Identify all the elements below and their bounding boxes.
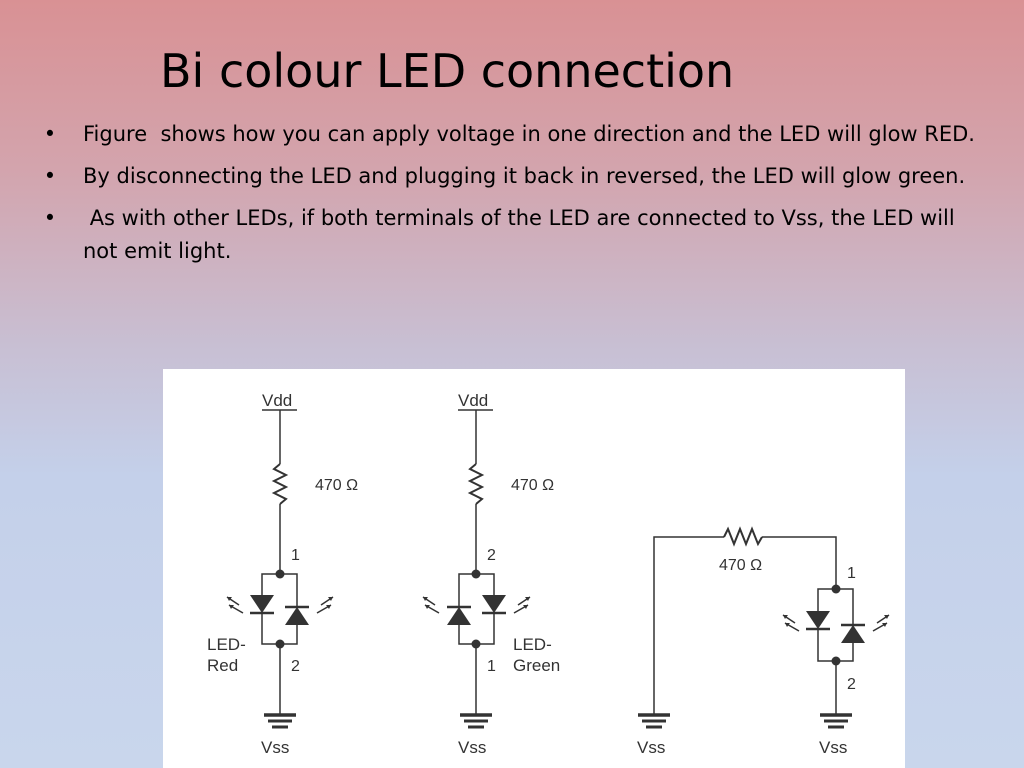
bullet-text: Figure shows how you can apply voltage i… — [83, 122, 975, 146]
bullet-list: • Figure shows how you can apply voltage… — [40, 118, 990, 277]
light-emission-icon — [782, 614, 800, 632]
circuit-off: 470 Ω 1 2 Vss — [637, 526, 890, 757]
resistor-symbol — [467, 463, 485, 505]
light-emission-icon — [316, 596, 334, 614]
pin-bottom-label: 2 — [291, 658, 300, 675]
wire — [762, 536, 837, 589]
wire — [653, 536, 724, 715]
led-label-line2: Red — [207, 656, 238, 675]
circuit-green: Vdd 470 Ω 2 LED- Green 1 — [422, 391, 560, 757]
resistor-label: 470 Ω — [719, 557, 762, 574]
ground-icon — [820, 713, 852, 729]
bullet-marker: • — [43, 122, 57, 146]
ground-label: Vss — [261, 738, 289, 757]
supply-label: Vdd — [262, 391, 292, 410]
led-label-line2: Green — [513, 656, 560, 675]
ground-icon — [638, 713, 670, 729]
circuit-red: Vdd 470 Ω 1 LED- Red 2 — [207, 391, 358, 757]
light-emission-icon — [422, 596, 440, 614]
wire — [817, 588, 854, 611]
bullet-marker: • — [43, 164, 57, 188]
resistor-symbol — [271, 463, 289, 505]
ground-label: Vss — [637, 738, 665, 757]
led-diode — [806, 611, 830, 629]
bullet-item: • As with other LEDs, if both terminals … — [40, 202, 990, 268]
led-diode — [250, 595, 274, 613]
ground-label: Vss — [458, 738, 486, 757]
slide-title: Bi colour LED connection — [160, 44, 735, 98]
led-diode — [447, 607, 471, 625]
circuit-diagram: Vdd 470 Ω 1 LED- Red 2 — [207, 391, 890, 757]
pin-bottom-label: 2 — [847, 676, 856, 693]
wire — [458, 573, 495, 591]
light-emission-icon — [226, 596, 244, 614]
ground-icon — [460, 713, 492, 729]
ground-label: Vss — [819, 738, 847, 757]
resistor-label: 470 Ω — [315, 477, 358, 494]
light-emission-icon — [872, 614, 890, 632]
bullet-item: • Figure shows how you can apply voltage… — [40, 118, 990, 151]
pin-top-label: 2 — [487, 547, 496, 564]
bullet-text: As with other LEDs, if both terminals of… — [83, 206, 962, 263]
circuit-figure: Vdd 470 Ω 1 LED- Red 2 — [163, 369, 905, 768]
pin-top-label: 1 — [847, 565, 856, 582]
bullet-marker: • — [43, 206, 57, 230]
bullet-text: By disconnecting the LED and plugging it… — [83, 164, 966, 188]
led-diode — [285, 607, 309, 625]
pin-bottom-label: 1 — [487, 658, 496, 675]
wire — [261, 573, 298, 591]
led-diode — [841, 625, 865, 643]
light-emission-icon — [513, 596, 531, 614]
resistor-label: 470 Ω — [511, 477, 554, 494]
led-label-line1: LED- — [207, 635, 246, 654]
resistor-symbol — [723, 526, 763, 547]
bullet-item: • By disconnecting the LED and plugging … — [40, 160, 990, 193]
led-label-line1: LED- — [513, 635, 552, 654]
led-diode — [482, 595, 506, 613]
ground-icon — [264, 713, 296, 729]
supply-label: Vdd — [458, 391, 488, 410]
pin-top-label: 1 — [291, 547, 300, 564]
